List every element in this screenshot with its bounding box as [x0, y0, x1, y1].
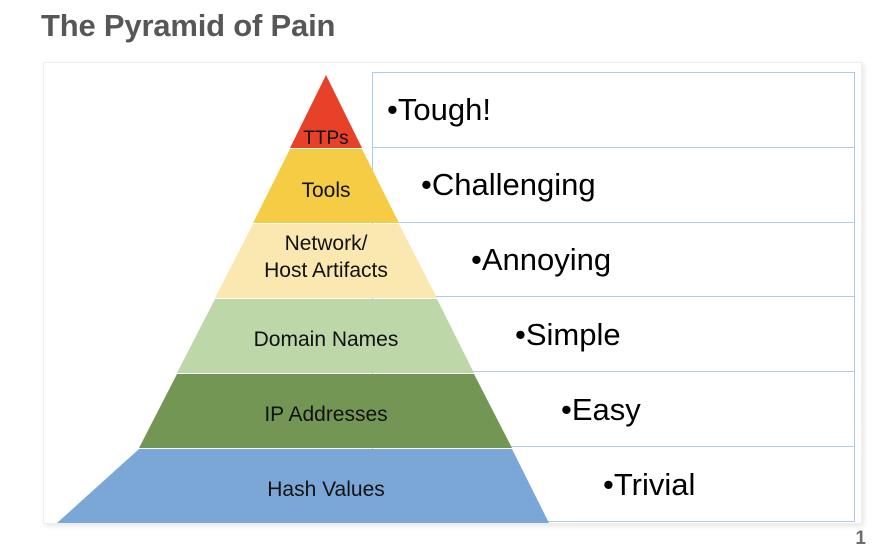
page-title: The Pyramid of Pain: [41, 8, 336, 43]
bullet-icon: •: [515, 316, 526, 352]
table-row: • Easy: [372, 371, 855, 447]
bullet-icon: •: [421, 167, 432, 203]
pain-label-artifacts: Annoying: [481, 242, 612, 278]
table-row: • Challenging: [372, 146, 855, 222]
pain-label-ttps: Tough!: [397, 92, 491, 128]
pain-cell: • Annoying: [373, 244, 611, 275]
bullet-icon: •: [603, 466, 614, 502]
table-row: • Annoying: [372, 221, 855, 297]
table-row: • Tough!: [372, 72, 855, 147]
pain-cell: • Simple: [373, 319, 621, 350]
pain-level-table: • Tough! • Challenging • Annoying • Simp…: [372, 72, 855, 522]
bullet-icon: •: [471, 242, 482, 278]
pain-label-ip-addresses: Easy: [571, 391, 641, 427]
bullet-icon: •: [387, 92, 398, 128]
table-row: • Trivial: [372, 446, 855, 522]
pain-label-domain-names: Simple: [525, 316, 621, 352]
pain-label-tools: Challenging: [431, 167, 596, 203]
pain-cell: • Easy: [373, 394, 641, 425]
page-number: 1: [855, 528, 866, 549]
pain-cell: • Tough!: [373, 94, 491, 125]
pain-label-hash-values: Trivial: [613, 466, 696, 502]
bullet-icon: •: [561, 391, 572, 427]
pain-cell: • Trivial: [373, 469, 695, 500]
table-row: • Simple: [372, 296, 855, 372]
pain-cell: • Challenging: [373, 169, 596, 200]
